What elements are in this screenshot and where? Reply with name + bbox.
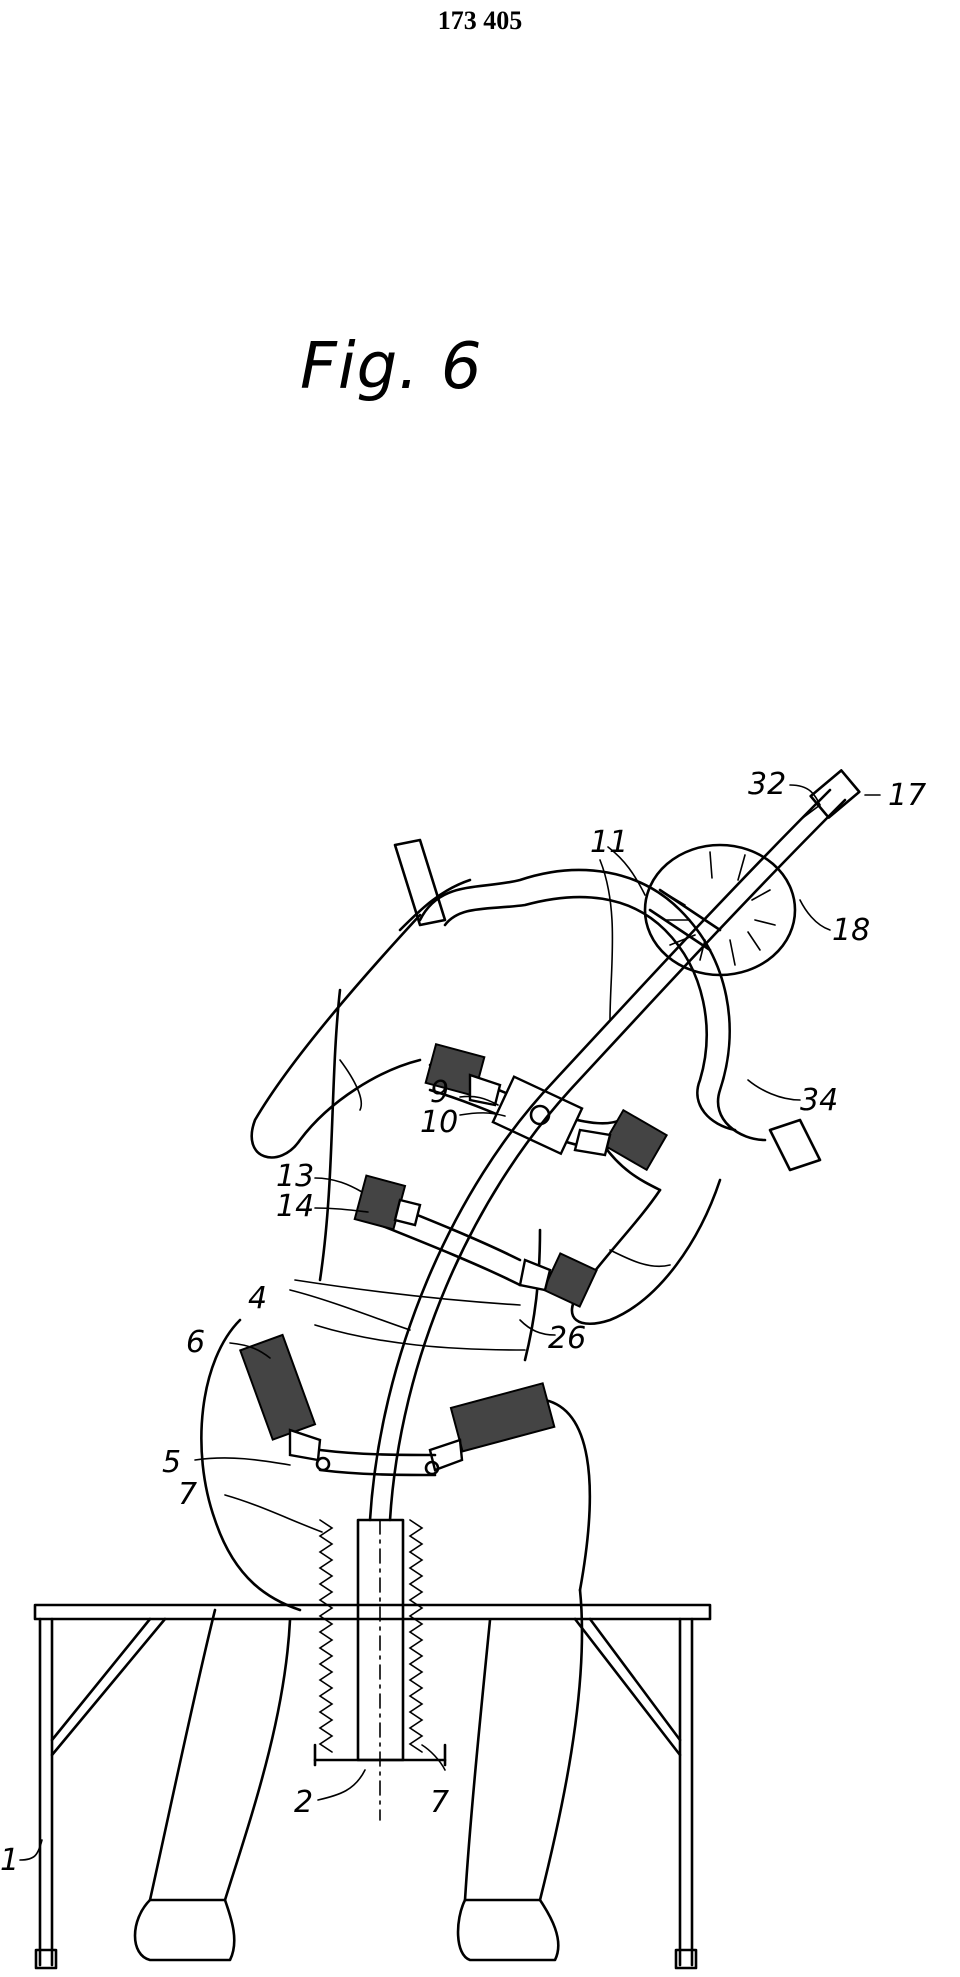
patent-drawing: 1 2 4 5 6 7 7 9 10 11 13 14 17 18 26 32 … [0,767,926,1970]
label-18: 18 [832,913,870,948]
label-2: 2 [294,1785,313,1820]
label-9: 9 [430,1075,449,1110]
spine-rod [368,788,847,1522]
label-5: 5 [162,1445,181,1480]
person-torso [294,859,614,1362]
label-34: 34 [800,1083,838,1118]
label-7-left: 7 [178,1477,197,1512]
label-13: 13 [276,1159,314,1194]
label-6: 6 [186,1325,205,1360]
rod-end-fittings [648,769,861,952]
leader-lines [19,784,881,1861]
handle-bar [393,838,822,1172]
label-26: 26 [548,1321,586,1356]
person-head [643,843,797,977]
hip-outline [200,1318,302,1612]
table-frame [33,1603,712,1970]
page-number: 173 405 [437,6,523,35]
figure-title: Fig. 6 [300,330,483,404]
person-legs [133,1588,584,1962]
base-post [313,1518,447,1821]
hip-outline-right [543,1398,592,1592]
springs [318,1519,424,1753]
label-32: 32 [748,767,786,802]
label-4: 4 [248,1281,267,1316]
label-7-right: 7 [430,1785,449,1820]
hip-harness [238,1333,556,1477]
chest-harness [353,1174,598,1308]
label-11: 11 [590,825,628,860]
person-arms [250,878,722,1325]
label-14: 14 [276,1189,314,1224]
shoulder-harness [424,1042,669,1172]
label-17: 17 [888,778,926,813]
label-1: 1 [0,1843,19,1878]
label-10: 10 [420,1105,458,1140]
